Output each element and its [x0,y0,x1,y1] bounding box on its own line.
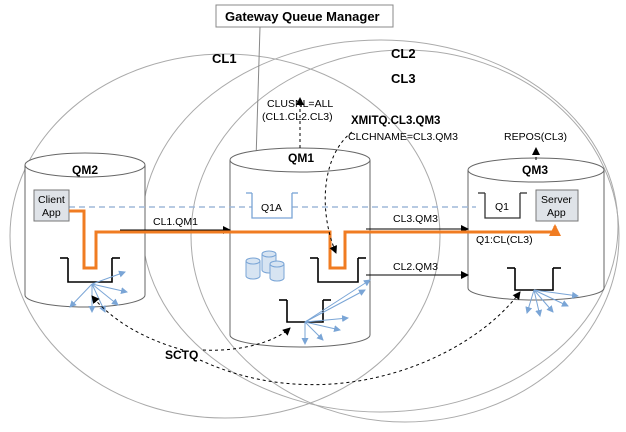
qm1-fanout-arrows [301,279,371,345]
clusnl-label-line2: (CL1.CL2.CL3) [262,111,333,123]
qm1-xmitq-cl3-qm3-icon [310,257,366,283]
gateway-pointer-line [255,26,261,161]
qm2-xmit-queue-icon [60,257,120,283]
cluster-cl2-label: CL2 [391,46,416,61]
sctq-label: SCTQ [165,348,198,362]
q1a-queue-icon: Q1A [246,192,298,219]
xmitq-label: XMITQ.CL3.QM3 [351,115,440,127]
q1a-label: Q1A [261,202,282,214]
channel-cl1-qm1-label: CL1.QM1 [153,216,198,228]
cluster-cl1-label: CL1 [212,51,237,66]
q1-queue-icon: Q1 [478,192,527,219]
q1-label: Q1 [495,201,509,213]
sctq-pointer-qm1 [202,327,291,351]
clusnl-label-line1: CLUSNL=ALL [267,98,333,110]
gateway-title: Gateway Queue Manager [225,9,380,24]
qm3-fanout-arrows [525,289,579,317]
qm1-sctq-icon [279,299,331,323]
gateway-title-box [215,4,394,28]
cluster-cl3-label: CL3 [391,71,416,86]
server-app-box [535,189,579,222]
client-app-box [33,189,70,222]
sctq-pointer-qm3 [199,291,521,386]
repos-label: REPOS(CL3) [504,131,567,143]
qm1-label: QM1 [288,151,314,165]
client-app-label-line2: App [42,207,61,219]
qm2-cylinder: QM2 [24,152,146,308]
channel-cl2-qm3-label: CL2.QM3 [393,261,438,273]
message-path [69,209,561,270]
xmitq-pointer [324,131,353,254]
database-icon [245,250,285,282]
cluster-cl3-boundary [190,49,620,423]
cluster-cl1-boundary [9,53,441,419]
client-app-label-line1: Client [38,194,65,206]
qm2-label: QM2 [72,163,98,177]
q1-cl-label: Q1:CL(CL3) [476,234,533,246]
clchname-label: CLCHNAME=CL3.QM3 [348,131,458,143]
qm3-sctq-icon [507,267,561,291]
qm3-label: QM3 [522,163,548,177]
server-app-label-line1: Server [541,194,572,206]
channel-cl3-qm3-label: CL3.QM3 [393,213,438,225]
sctq-pointer-qm2 [91,295,184,351]
server-app-label-line2: App [547,207,566,219]
